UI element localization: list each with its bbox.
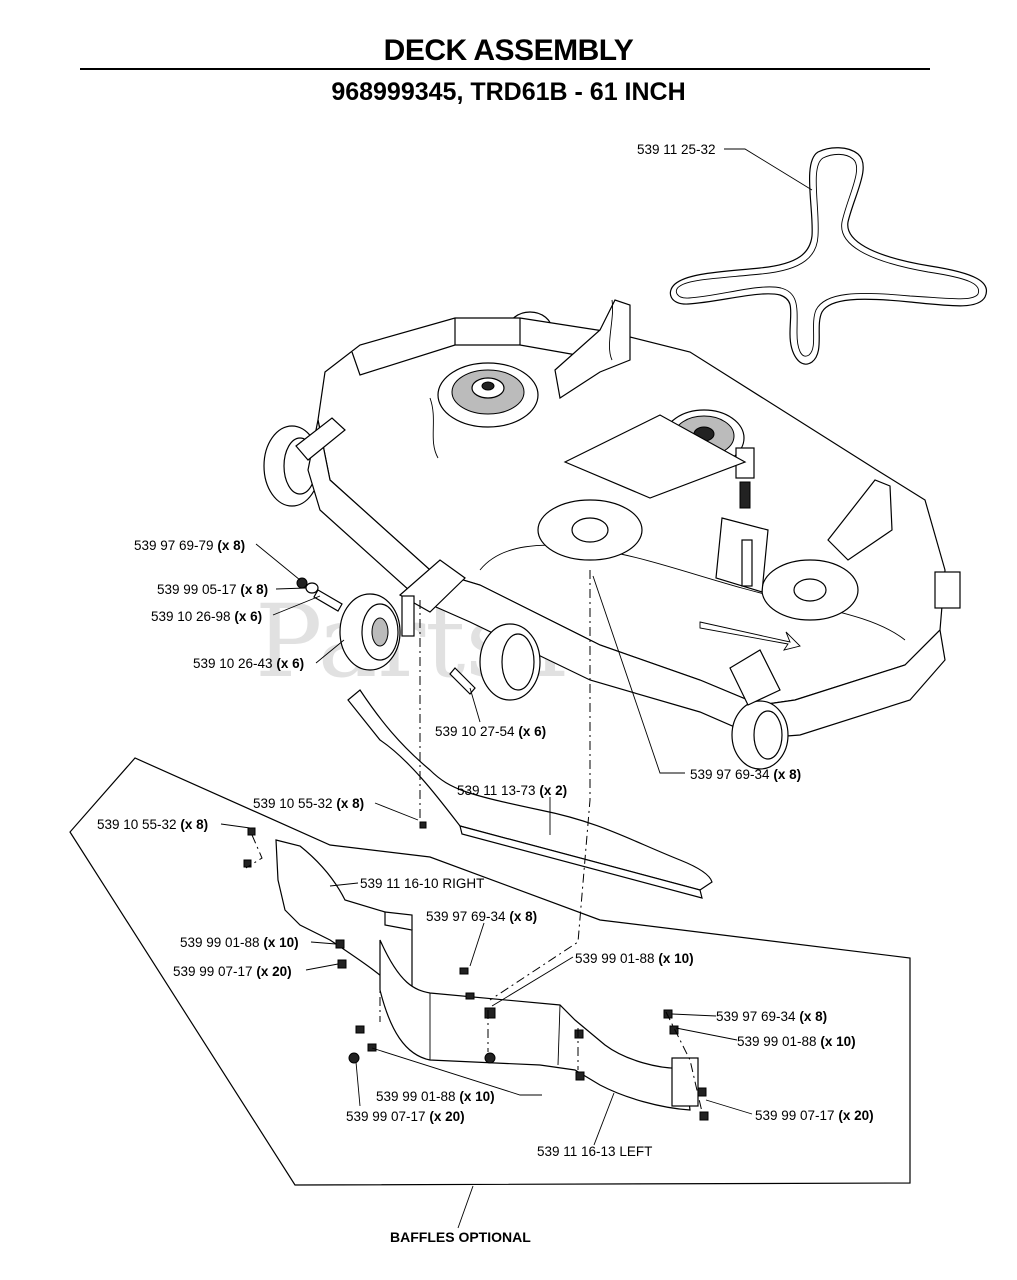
callout-c1: 539 97 69-79 (x 8)	[134, 538, 245, 553]
callout-c6: 539 97 69-34 (x 8)	[690, 767, 801, 782]
callout-c8: 539 10 55-32 (x 8)	[253, 796, 364, 811]
callout-c14: 539 99 01-88 (x 10)	[575, 951, 694, 966]
callout-c7: 539 11 13-73 (x 2)	[457, 783, 567, 798]
callout-c20: 539 11 16-13 LEFT	[537, 1144, 652, 1159]
callout-c18: 539 99 07-17 (x 20)	[346, 1109, 465, 1124]
baffle-kit	[69, 689, 911, 1186]
callout-c19: 539 99 07-17 (x 20)	[755, 1108, 874, 1123]
callout-c5: 539 10 27-54 (x 6)	[435, 724, 546, 739]
callout-belt: 539 11 25-32	[637, 142, 716, 157]
callout-c3: 539 10 26-98 (x 6)	[151, 609, 262, 624]
callout-c12: 539 99 01-88 (x 10)	[180, 935, 299, 950]
callout-c11: 539 97 69-34 (x 8)	[426, 909, 537, 924]
page-title: DECK ASSEMBLY	[383, 34, 634, 67]
baffles-optional-label: BAFFLES OPTIONAL	[390, 1229, 531, 1245]
callout-c2: 539 99 05-17 (x 8)	[157, 582, 268, 597]
callout-c9: 539 10 55-32 (x 8)	[97, 817, 208, 832]
callout-c17: 539 99 01-88 (x 10)	[376, 1089, 495, 1104]
callout-c13: 539 99 07-17 (x 20)	[173, 964, 292, 979]
page-subtitle: 968999345, TRD61B - 61 INCH	[331, 78, 686, 106]
drive-belt	[669, 147, 987, 365]
mower-deck	[263, 299, 961, 770]
callout-c10: 539 11 16-10 RIGHT	[360, 876, 484, 891]
callout-c16: 539 99 01-88 (x 10)	[737, 1034, 856, 1049]
callout-c15: 539 97 69-34 (x 8)	[716, 1009, 827, 1024]
leader-lines	[220, 148, 813, 1229]
title-divider	[80, 68, 930, 70]
callout-c4: 539 10 26-43 (x 6)	[193, 656, 304, 671]
assembly-centerlines	[245, 570, 703, 1113]
caster-hardware	[296, 577, 476, 695]
